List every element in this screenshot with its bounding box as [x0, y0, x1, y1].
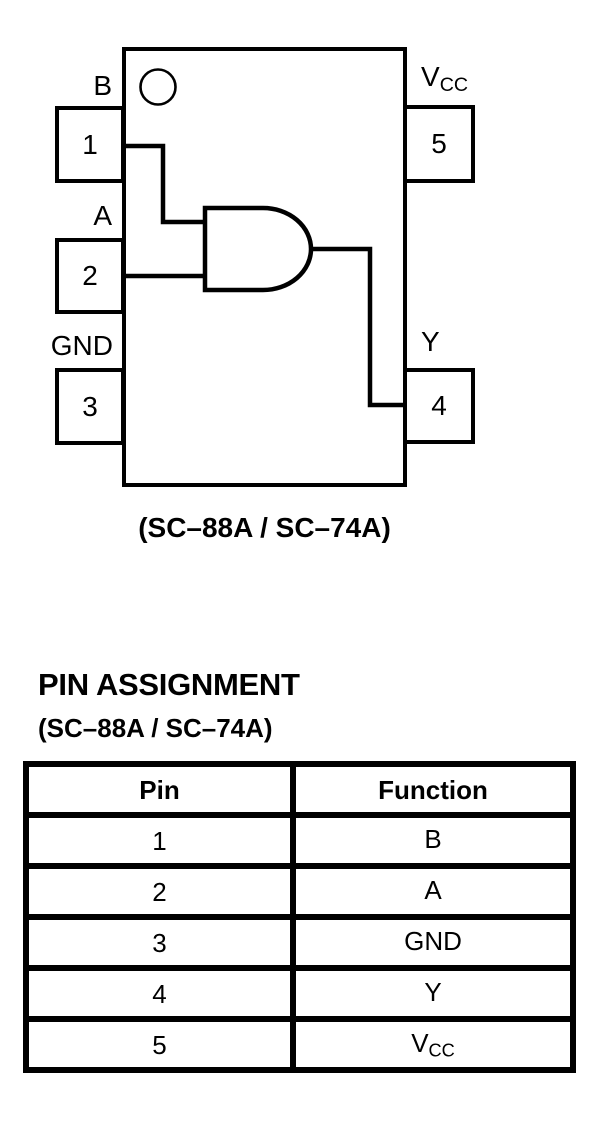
package-caption: (SC–88A / SC–74A): [138, 512, 391, 543]
pin-cell: 4: [23, 965, 296, 1022]
table-row: 4 Y: [23, 965, 576, 1022]
pin-assignment-subtitle: (SC–88A / SC–74A): [38, 713, 273, 743]
pin-assignment-table: Pin Function 1 B 2 A 3 GND 4 Y 5: [23, 761, 576, 1073]
pin-label-gnd: GND: [50, 330, 113, 361]
function-cell: A: [290, 863, 576, 920]
pin-box-5: 5: [403, 105, 475, 183]
pin-label-y: Y: [421, 326, 440, 357]
pin-cell: 1: [23, 812, 296, 869]
pin-cell: 2: [23, 863, 296, 920]
pin-number: 3: [82, 390, 98, 422]
pin-number: 1: [82, 128, 98, 160]
pin-cell: 3: [23, 914, 296, 971]
pin-number: 2: [82, 260, 98, 291]
pin-box-1: 1: [55, 106, 125, 183]
pin-cell: 5: [23, 1016, 296, 1073]
table-row: 1 B: [23, 812, 576, 869]
pin-assignment-title: PIN ASSIGNMENT: [38, 667, 300, 702]
function-cell: B: [290, 812, 576, 869]
pin-box-4: 4: [403, 368, 475, 444]
table-row: 3 GND: [23, 914, 576, 971]
package-body-outline: [122, 47, 407, 487]
pin-number: 4: [431, 390, 447, 421]
pin-label-b: B: [93, 70, 112, 101]
pin-box-2: 2: [55, 238, 125, 314]
pin-label-vcc: VCC: [421, 61, 468, 96]
function-cell: GND: [290, 914, 576, 971]
pin-column-header: Pin: [23, 761, 296, 818]
table-row: 2 A: [23, 863, 576, 920]
function-cell: VCC: [290, 1016, 576, 1073]
pin-label-a: A: [93, 200, 112, 231]
table-header-row: Pin Function: [23, 761, 576, 818]
function-column-header: Function: [290, 761, 576, 818]
function-cell: Y: [290, 965, 576, 1022]
pin-box-3: 3: [55, 368, 125, 445]
table-row: 5 VCC: [23, 1016, 576, 1073]
pin-number: 5: [431, 128, 447, 159]
